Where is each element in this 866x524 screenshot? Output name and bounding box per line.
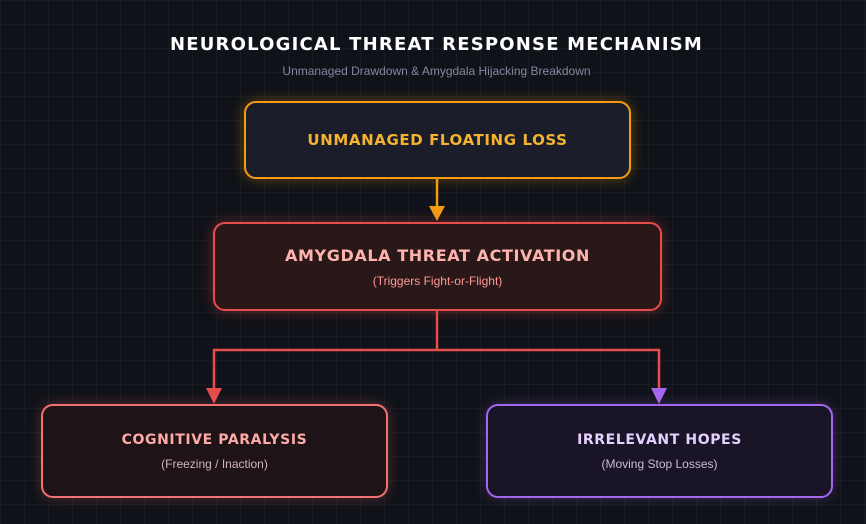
node-subtitle: (Freezing / Inaction) (161, 456, 268, 471)
node-title: AMYGDALA THREAT ACTIVATION (285, 245, 590, 265)
node-irrelevant-hopes: IRRELEVANT HOPES (Moving Stop Losses) (486, 404, 833, 498)
node-amygdala-threat-activation: AMYGDALA THREAT ACTIVATION (Triggers Fig… (213, 222, 662, 311)
diagram-title: NEUROLOGICAL THREAT RESPONSE MECHANISM (169, 34, 704, 55)
arrow-loss-to-amygdala (429, 179, 445, 221)
node-subtitle: (Triggers Fight-or-Flight) (372, 273, 503, 288)
node-title: UNMANAGED FLOATING LOSS (307, 131, 568, 149)
node-subtitle: (Moving Stop Losses) (601, 456, 718, 471)
node-cognitive-paralysis: COGNITIVE PARALYSIS (Freezing / Inaction… (41, 404, 388, 498)
arrow-to-paralysis (206, 348, 437, 404)
arrow-to-hopes (437, 348, 667, 404)
node-title: COGNITIVE PARALYSIS (121, 431, 308, 448)
node-unmanaged-floating-loss: UNMANAGED FLOATING LOSS (244, 101, 631, 179)
diagram-subtitle: Unmanaged Drawdown & Amygdala Hijacking … (282, 64, 591, 78)
node-title: IRRELEVANT HOPES (577, 431, 742, 448)
